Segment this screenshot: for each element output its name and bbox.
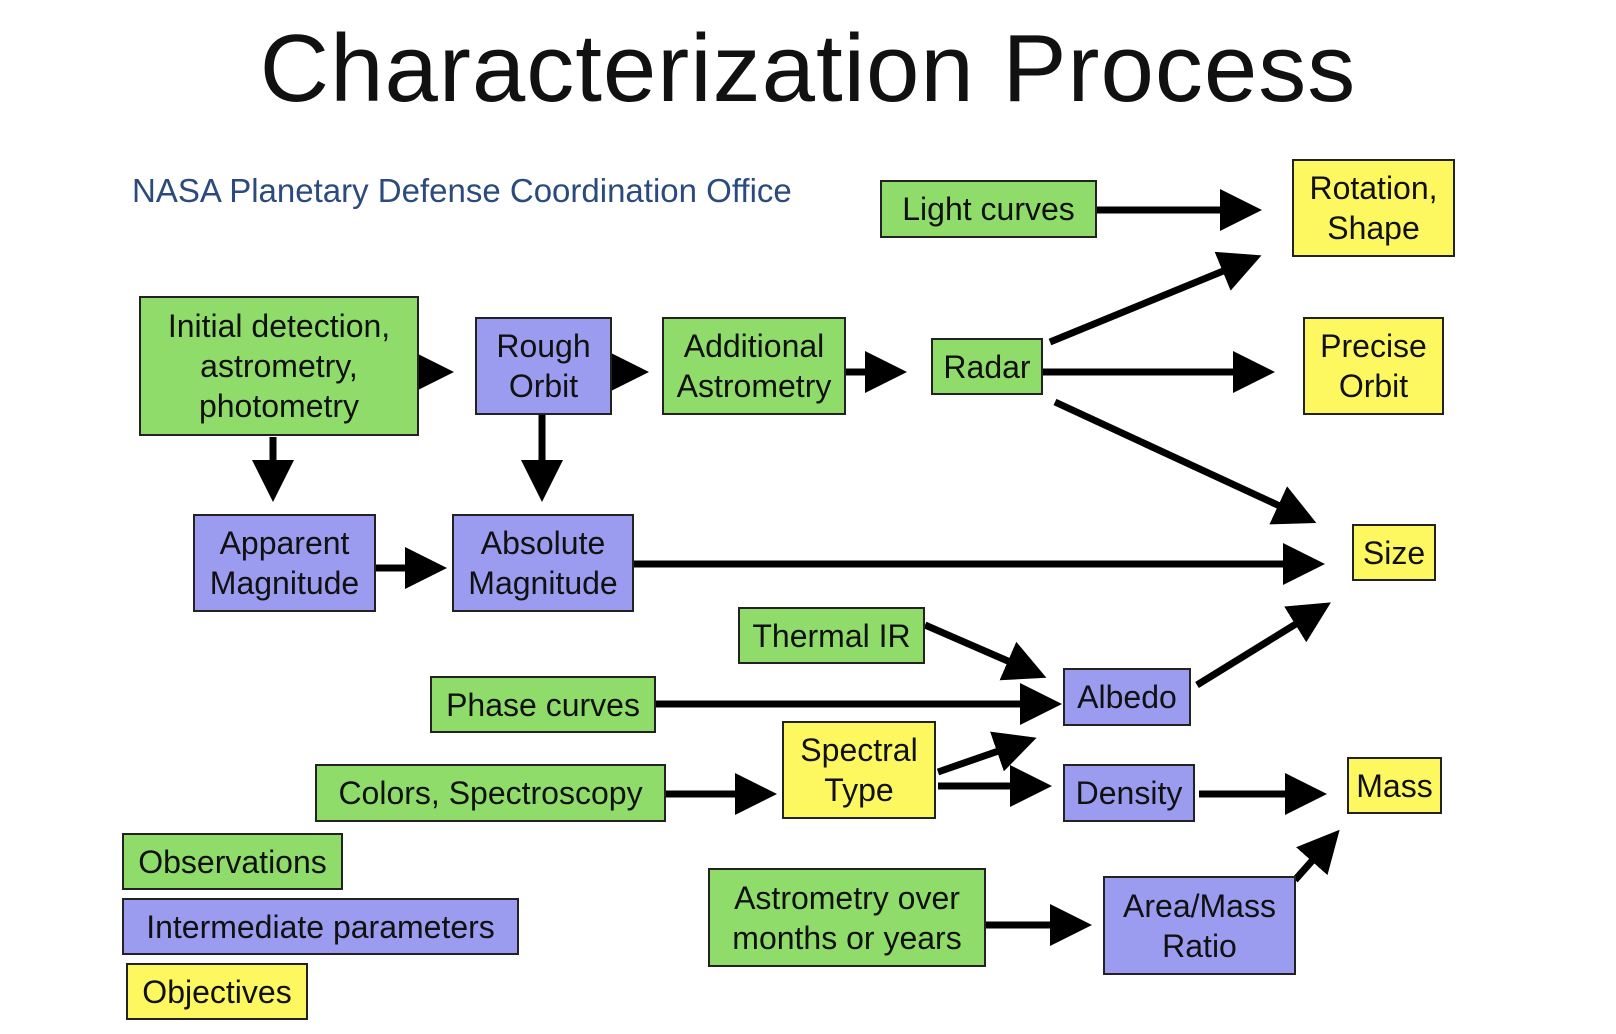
arrow-spectral-to-albedo (936, 731, 1037, 776)
node-phase-curves: Phase curves (430, 676, 656, 733)
node-colors-spectroscopy: Colors, Spectroscopy (315, 764, 666, 822)
node-mass: Mass (1347, 757, 1442, 814)
subtitle: NASA Planetary Defense Coordination Offi… (132, 172, 792, 209)
node-astrometry-over-time: Astrometry over months or years (708, 868, 986, 967)
node-additional-astrometry: Additional Astrometry (662, 317, 846, 415)
node-initial-detection: Initial detection, astrometry, photometr… (139, 296, 419, 436)
legend-observations: Observations (122, 833, 343, 890)
node-rotation-shape: Rotation, Shape (1292, 159, 1455, 257)
legend-intermediate-parameters: Intermediate parameters (122, 898, 519, 955)
arrow-area-mass-to-mass (1292, 829, 1340, 883)
arrow-radar-to-rotation (1048, 251, 1262, 346)
node-precise-orbit: Precise Orbit (1303, 317, 1444, 415)
node-light-curves: Light curves (880, 180, 1097, 238)
node-absolute-magnitude: Absolute Magnitude (452, 514, 634, 612)
node-area-mass-ratio: Area/Mass Ratio (1103, 876, 1296, 975)
arrow-radar-to-size (1053, 398, 1317, 525)
legend-objectives: Objectives (126, 963, 308, 1020)
node-thermal-ir: Thermal IR (738, 607, 925, 664)
node-apparent-magnitude: Apparent Magnitude (193, 514, 376, 612)
node-size: Size (1352, 524, 1436, 581)
arrow-albedo-to-size (1195, 602, 1331, 688)
node-density: Density (1063, 764, 1195, 822)
node-rough-orbit: Rough Orbit (475, 317, 612, 415)
diagram-title: Characterization Process (259, 15, 1357, 122)
node-radar: Radar (931, 338, 1043, 395)
arrow-thermal-to-albedo (923, 621, 1047, 681)
node-albedo: Albedo (1063, 668, 1191, 726)
node-spectral-type: Spectral Type (782, 721, 936, 819)
